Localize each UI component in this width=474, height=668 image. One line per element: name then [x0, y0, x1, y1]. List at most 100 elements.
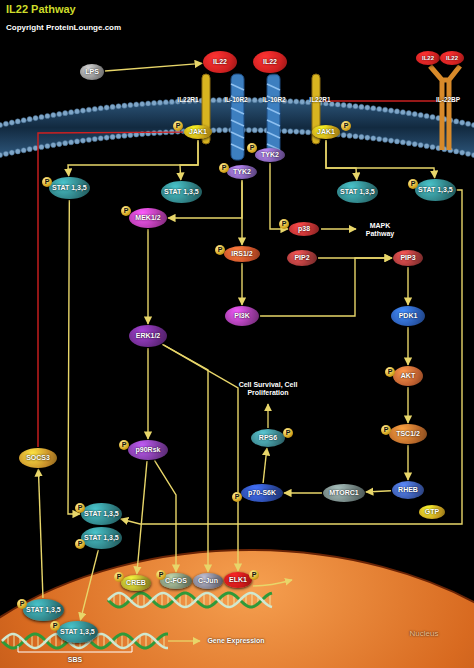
protein-node: CREB: [121, 575, 151, 591]
lipid-head: [217, 98, 222, 103]
protein-node: TYK2: [227, 165, 257, 179]
node-text: CREB: [126, 579, 146, 586]
signal-arrow: [155, 460, 176, 572]
dna-helix: [2, 593, 272, 648]
phospho-mark: P: [385, 367, 395, 377]
protein-node: PIP2: [287, 250, 317, 266]
node-text: STAT 1,3,5: [84, 510, 119, 517]
lipid-head: [33, 115, 38, 120]
base-pair: [162, 593, 163, 607]
lipid-head: [92, 136, 97, 141]
protein-node: STAT 1,3,5: [81, 527, 122, 549]
phospho-mark: P: [408, 179, 418, 189]
protein-node: TYK2: [255, 148, 285, 162]
node-text: STAT 1,3,5: [340, 188, 375, 195]
phospho-mark: P: [219, 163, 229, 173]
receptor-name: IL22R1: [305, 96, 335, 103]
signal-arrow: [137, 461, 147, 574]
protein-node: JAK1: [312, 125, 340, 139]
lipid-head: [27, 117, 32, 122]
signal-arrow: [241, 180, 242, 245]
lipid-head: [223, 127, 228, 132]
lipid-head: [3, 151, 8, 156]
lipid-head: [27, 147, 32, 152]
lipid-head: [57, 111, 62, 116]
lipid-head: [98, 136, 103, 141]
lipid-head: [252, 128, 257, 133]
signal-arrow: [180, 140, 198, 180]
lipid-head: [353, 134, 358, 139]
signal-arrow: [366, 491, 391, 492]
phospho-mark: P: [75, 539, 85, 549]
base-pair: [252, 593, 253, 607]
node-text: PIP3: [400, 254, 415, 261]
phospho-mark: P: [114, 572, 124, 582]
base-pair: [228, 593, 229, 607]
lipid-head: [294, 129, 299, 134]
lipid-head: [388, 138, 393, 143]
node-text: TYK2: [261, 151, 279, 158]
coil-stripes: [231, 84, 280, 150]
arrow-line: [321, 228, 356, 229]
lipid-head: [383, 137, 388, 142]
lipid-head: [157, 100, 162, 105]
signal-arrow: [260, 258, 392, 316]
annotation: SBS: [63, 656, 87, 664]
sbs-bracket: [18, 646, 132, 652]
receptor-name: IL22R1: [173, 96, 203, 103]
lipid-head: [258, 128, 263, 133]
arrow-line: [168, 640, 200, 641]
phospho-mark: P: [247, 143, 257, 153]
node-text: STAT 1,3,5: [418, 186, 453, 193]
lipid-head: [45, 143, 50, 148]
lipid-head: [406, 111, 411, 116]
lipid-head: [300, 99, 305, 104]
lipid-head: [15, 119, 20, 124]
signal-arrow: [326, 140, 435, 178]
protein-node: IL22: [440, 51, 464, 65]
phospho-mark: P: [283, 428, 293, 438]
lipid-head: [39, 144, 44, 149]
base-pair: [120, 593, 121, 607]
node-text: C-FOS: [165, 577, 187, 584]
phospho-mark: P: [42, 177, 52, 187]
node-text: JAK1: [317, 128, 335, 135]
lipid-head: [288, 129, 293, 134]
base-pair: [186, 593, 187, 607]
protein-node: IRS1/2: [224, 246, 260, 262]
lipid-head: [371, 136, 376, 141]
protein-node: p90Rsk: [128, 440, 168, 460]
lipid-head: [122, 133, 127, 138]
node-text: MEK1/2: [135, 214, 160, 221]
lipid-head: [306, 130, 311, 135]
base-pair: [56, 634, 57, 648]
protein-node: MEK1/2: [129, 208, 167, 228]
lipid-head: [471, 152, 474, 157]
lipid-head: [418, 142, 423, 147]
lipid-head: [383, 107, 388, 112]
lipid-head: [151, 130, 156, 135]
protein-node: IL22: [253, 51, 287, 73]
lipid-head: [412, 111, 417, 116]
lipid-head: [104, 105, 109, 110]
node-text: STAT 1,3,5: [84, 534, 119, 541]
protein-node: STAT 1,3,5: [415, 179, 456, 201]
diagram-title: IL22 Pathway: [6, 3, 76, 15]
node-text: STAT 1,3,5: [60, 628, 95, 635]
lipid-head: [110, 104, 115, 109]
node-text: p90Rsk: [136, 446, 161, 453]
lipid-head: [21, 148, 26, 153]
lipid-head: [110, 134, 115, 139]
node-text: GTP: [425, 508, 439, 515]
signal-arrow: [241, 263, 242, 305]
nucleus: [0, 550, 474, 668]
lipid-head: [74, 109, 79, 114]
base-pair: [122, 634, 123, 648]
lipid-head: [400, 110, 405, 115]
lipid-head: [288, 99, 293, 104]
lipid-head: [51, 142, 56, 147]
lipid-head: [300, 129, 305, 134]
lipid-head: [347, 133, 352, 138]
lipid-head: [430, 114, 435, 119]
lipid-head: [128, 102, 133, 107]
